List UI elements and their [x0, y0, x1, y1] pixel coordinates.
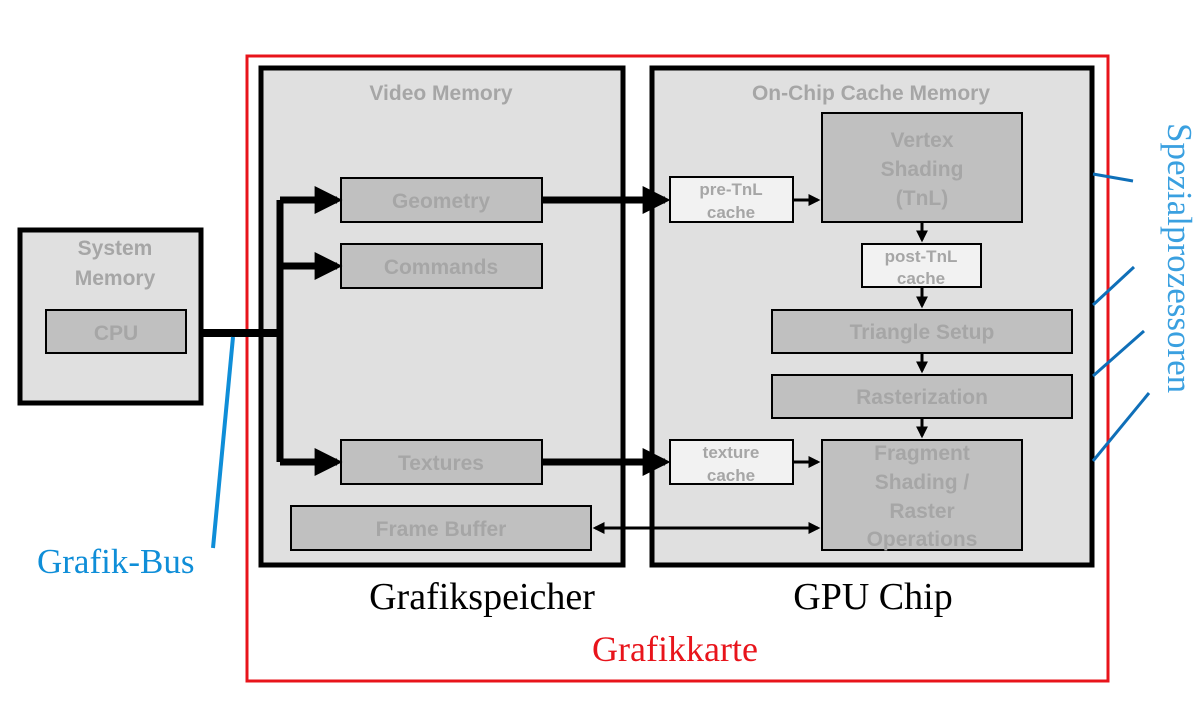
post-tnl-cache-label-1: post-TnL: [885, 247, 958, 266]
grafikkarte-border: [245, 54, 1110, 683]
texture-cache-label-1: texture: [703, 443, 760, 462]
spezial-pointer-4: [1091, 392, 1151, 462]
post-tnl-cache-label-2: cache: [897, 269, 945, 288]
vertex-shading-label-3: (TnL): [896, 187, 948, 210]
video-memory-title: Video Memory: [369, 82, 512, 105]
grafikkarte-label: Grafikkarte: [592, 629, 758, 669]
spezialprozessoren-label: Spezialprozessoren: [1160, 123, 1199, 393]
fragment-shading-label-1: Fragment: [874, 442, 970, 465]
fragment-shading-label-2: Shading /: [875, 471, 970, 494]
texture-cache-block: [669, 439, 794, 485]
grafikspeicher-label: Grafikspeicher: [369, 576, 595, 618]
rasterization-block: [771, 374, 1073, 419]
fragment-shading-label-3: Raster: [889, 500, 954, 523]
cpu-block: [45, 309, 187, 354]
textures-label: Textures: [398, 452, 484, 475]
triangle-setup-block: [771, 309, 1073, 354]
grafik-bus-label: Grafik-Bus: [37, 542, 194, 581]
on-chip-cache-title: On-Chip Cache Memory: [752, 82, 990, 105]
cpu-label: CPU: [94, 322, 138, 345]
triangle-setup-label: Triangle Setup: [850, 321, 995, 344]
geometry-label: Geometry: [392, 190, 490, 213]
fragment-shading-block: [821, 439, 1023, 551]
pre-tnl-cache-label-1: pre-TnL: [699, 180, 762, 199]
vertex-shading-label-1: Vertex: [890, 129, 953, 152]
spezial-pointer-2: [1091, 265, 1136, 307]
frame-buffer-block: [290, 505, 592, 551]
commands-label: Commands: [384, 256, 498, 279]
grafik-bus-pointer: [211, 336, 235, 549]
spezial-pointer-3: [1092, 329, 1145, 378]
system-memory-title-2: Memory: [75, 267, 156, 290]
frame-buffer-label: Frame Buffer: [376, 518, 507, 541]
texture-cache-label-2: cache: [707, 466, 755, 485]
rasterization-label: Rasterization: [856, 386, 988, 409]
fragment-shading-label-4: Operations: [867, 528, 978, 551]
vertex-shading-block: [821, 112, 1023, 223]
pre-tnl-cache-label-2: cache: [707, 203, 755, 222]
spezial-pointer-1: [1092, 172, 1134, 183]
gpu-chip-label: GPU Chip: [793, 576, 952, 618]
vertex-shading-label-2: Shading: [881, 158, 964, 181]
video-memory-box: [258, 65, 626, 568]
system-memory-title-1: System: [78, 237, 153, 260]
